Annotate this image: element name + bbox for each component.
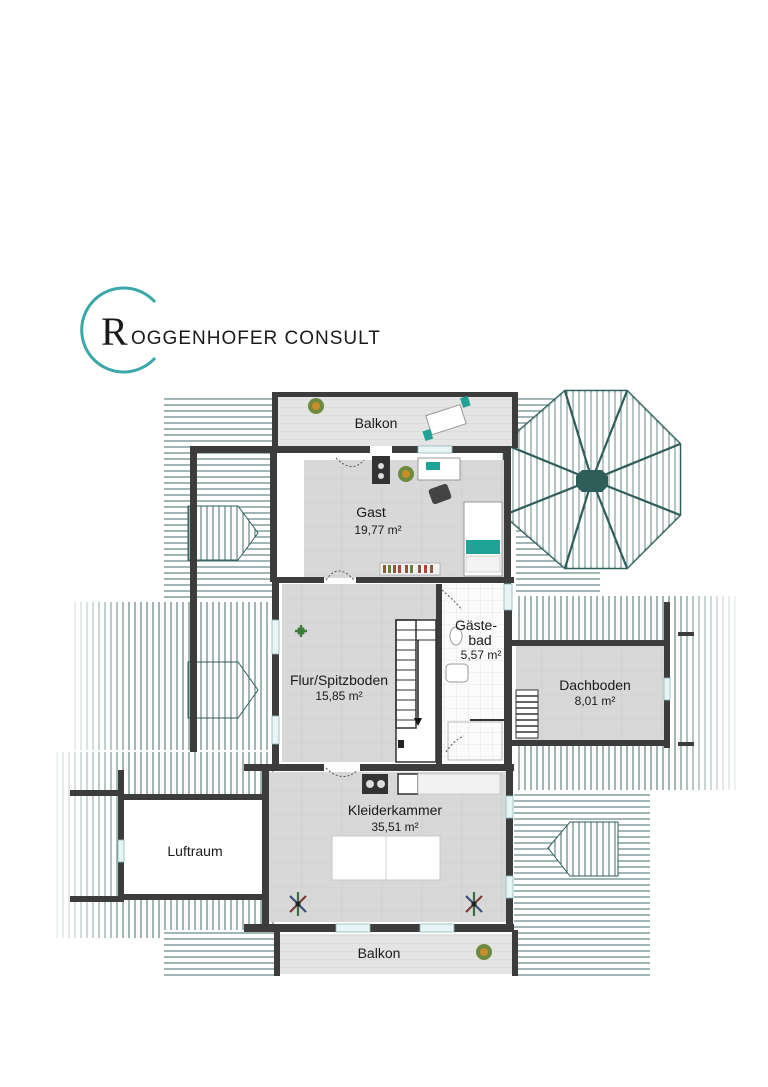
label-balkon-bottom: Balkon (358, 945, 401, 961)
logo-ring (80, 286, 157, 374)
label-flur: Flur/Spitzboden (290, 672, 388, 688)
furniture (289, 395, 539, 960)
stove (372, 456, 390, 484)
area-flur: 15,85 m² (315, 689, 362, 703)
walls (70, 392, 694, 976)
label-dachboden: Dachboden (559, 677, 631, 693)
clothes-rack-icon (465, 892, 483, 916)
door-swings (325, 457, 465, 777)
bookshelf (379, 562, 441, 576)
octagon-tower-roof (502, 389, 682, 570)
shower (447, 721, 503, 761)
logo-initial: R (101, 309, 128, 354)
area-dachboden: 8,01 m² (575, 694, 616, 708)
label-luftraum: Luftraum (167, 843, 222, 859)
plant-icon (398, 466, 414, 482)
dormer-left-2 (187, 661, 259, 719)
clothes-rack-icon (289, 892, 307, 916)
area-kleiderkammer: 35,51 m² (371, 820, 418, 834)
balcony-table (422, 395, 471, 442)
dormer-right (547, 821, 619, 877)
staircase (395, 619, 437, 763)
area-gast: 19,77 m² (354, 523, 401, 537)
bath-sink (445, 663, 469, 683)
dormer-left-1 (187, 505, 259, 561)
company-logo: R OGGENHOFER CONSULT (80, 286, 381, 374)
label-gaestebad-2: bad (468, 632, 491, 648)
wardrobe-island (331, 835, 441, 881)
washer (397, 773, 419, 795)
label-gast: Gast (356, 504, 386, 520)
logo-name: OGGENHOFER CONSULT (131, 328, 381, 349)
attic-ladder (515, 689, 539, 739)
plant-icon (308, 398, 324, 414)
floor-balkon-bottom (278, 934, 514, 974)
floor-luftraum (124, 800, 264, 896)
roof-bottom-right (514, 930, 650, 976)
toilet (449, 626, 463, 646)
roof-left-upper (164, 394, 274, 602)
label-gaestebad-1: Gäste- (455, 617, 497, 633)
windows (117, 445, 671, 933)
area-gaestebad: 5,57 m² (461, 648, 502, 662)
bed (463, 501, 503, 577)
door-handles (398, 740, 404, 748)
label-kleiderkammer: Kleiderkammer (348, 802, 442, 818)
plant-icon (476, 944, 492, 960)
room-labels: Balkon Gast 19,77 m² Gäste- bad 5,57 m² … (167, 415, 630, 961)
chair (428, 483, 452, 505)
label-balkon-top: Balkon (355, 415, 398, 431)
dryer (362, 774, 388, 794)
roof-lower-left-bottom (164, 930, 276, 976)
floor-dachboden (516, 646, 666, 742)
plant-icon (295, 625, 307, 637)
